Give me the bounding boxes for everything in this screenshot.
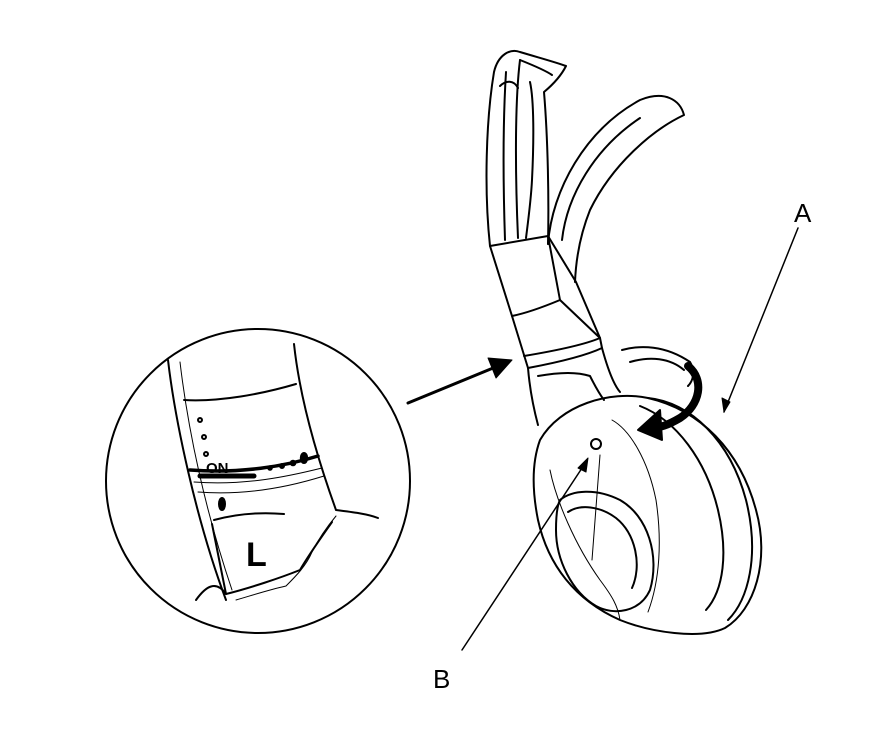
indicator-light	[590, 438, 602, 450]
label-a: A	[794, 198, 812, 228]
slider-sleeve	[489, 235, 603, 369]
label-b: B	[433, 664, 450, 694]
yoke	[527, 346, 695, 426]
side-mark-label: L	[246, 536, 267, 574]
rotation-arrow-icon	[637, 362, 703, 441]
callout-arrow	[406, 364, 500, 405]
headband-front	[485, 50, 567, 247]
leader-line-a	[723, 227, 799, 413]
leader-line-b	[461, 461, 587, 651]
headband-rear	[547, 95, 685, 283]
detail-callout	[105, 328, 513, 634]
switch-on-label: ON	[206, 460, 229, 477]
